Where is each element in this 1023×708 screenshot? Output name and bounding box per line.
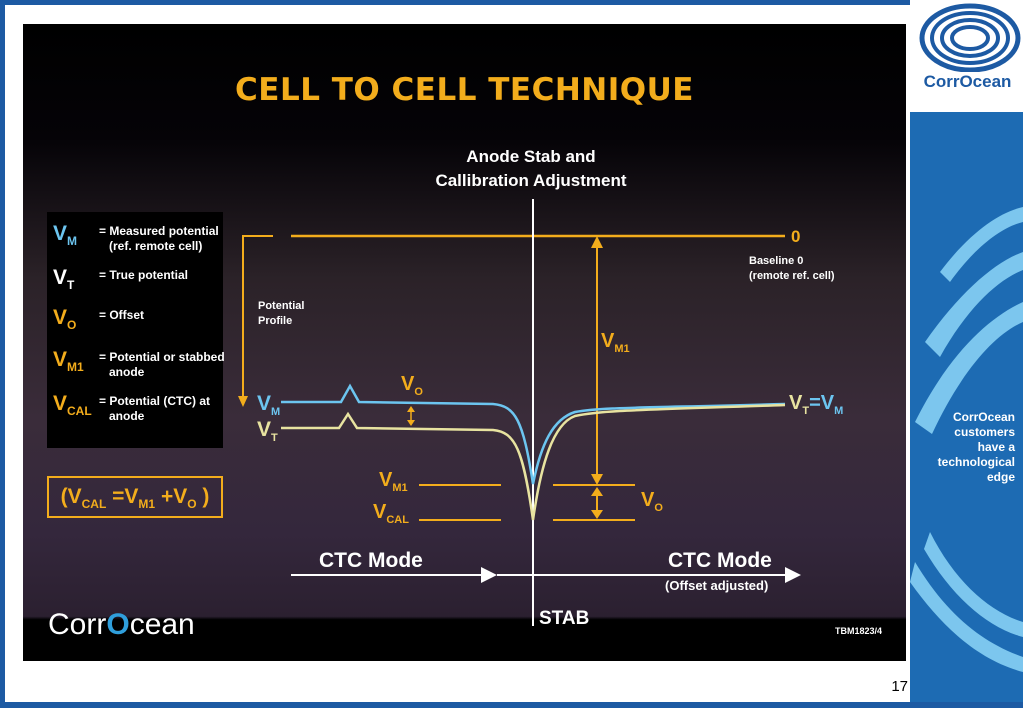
vm1-arrow-bottom [591, 474, 603, 485]
sidebar-logo-area: CorrOcean [910, 0, 1023, 112]
vt-equals-vm-label: VT=VM [789, 392, 843, 417]
sidebar-panel: CorrOcean CorrOcean customers have a tec… [910, 0, 1023, 702]
legend-desc-vt: = True potential [99, 268, 189, 282]
vo-arrow-bottom [591, 510, 603, 519]
sidebar-brand: CorrOcean [923, 72, 1012, 91]
vm-curve [281, 383, 786, 485]
profile-bracket [242, 235, 273, 399]
profile-arrowhead [238, 396, 248, 407]
baseline-label-line2: (remote ref. cell) [749, 270, 835, 282]
zero-label: 0 [791, 227, 800, 246]
stab-label: STAB [539, 608, 589, 629]
vm1-arrow-top [591, 236, 603, 248]
diagram-header-line1: Anode Stab and [466, 147, 595, 166]
corrocean-rings-icon [919, 3, 1021, 72]
vm1-label-left: VM1 [379, 469, 408, 494]
vt-label-left: VT [257, 418, 278, 444]
legend-desc-vm: = Measured potential (ref. remote cell) [99, 224, 219, 253]
vo-arrow-top [591, 487, 603, 496]
bottom-frame-bar [0, 702, 1023, 708]
vm-label-left: VM [257, 392, 280, 418]
ctc-mode-left-label: CTC Mode [319, 549, 423, 572]
slide-code: TBM1823/4 [835, 626, 883, 636]
vt-curve [281, 403, 786, 521]
wave-pattern-icon [910, 207, 1023, 672]
potential-profile-diagram: Anode Stab and Callibration Adjustment 0… [238, 147, 843, 629]
top-frame-bar [0, 0, 1023, 5]
ctc-mode-right-label: CTC Mode [668, 549, 772, 572]
vo-small-arrow-top [407, 406, 415, 412]
ctc-arrow-left [481, 567, 497, 583]
formula-box: (VCAL =VM1 +VO ) [47, 476, 223, 518]
left-frame-bar [0, 0, 5, 708]
slide-brand-logo: CorrOcean [48, 608, 195, 641]
legend-desc-vcal: = Potential (CTC) at anode [99, 394, 211, 423]
diagram-header-line2: Callibration Adjustment [435, 171, 626, 190]
slide-title: CELL TO CELL TECHNIQUE [235, 72, 694, 108]
vo-label-top: VO [401, 373, 423, 398]
profile-label-line1: Potential [258, 300, 304, 312]
baseline-label-line1: Baseline 0 [749, 255, 803, 267]
ctc-arrow-right [785, 567, 801, 583]
sidebar-tagline: CorrOcean customers have a technological… [937, 410, 1015, 484]
page-number: 17 [891, 678, 908, 695]
vo-label-right: VO [641, 489, 663, 514]
slide-image: CELL TO CELL TECHNIQUE VM = Measured pot… [23, 24, 906, 661]
legend-desc-vm1: = Potential or stabbed anode [99, 350, 225, 379]
legend-desc-vo: = Offset [99, 308, 145, 322]
legend-box: VM = Measured potential (ref. remote cel… [47, 212, 225, 448]
vo-small-arrow-bottom [407, 420, 415, 426]
profile-label-line2: Profile [258, 315, 292, 327]
ctc-mode-right-note: (Offset adjusted) [665, 578, 768, 593]
vm1-label-right: VM1 [601, 330, 630, 355]
vcal-label-left: VCAL [373, 501, 409, 526]
